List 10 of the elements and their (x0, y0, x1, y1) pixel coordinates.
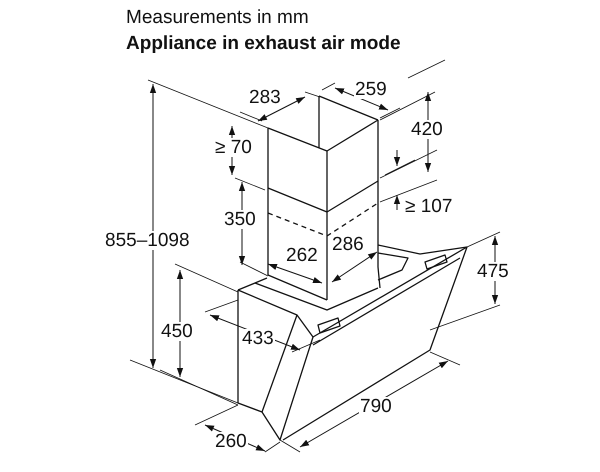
subheading: Appliance in exhaust air mode (126, 34, 401, 53)
dimension-label: ≥ 70 (214, 138, 253, 157)
dimension-label: 790 (359, 397, 393, 416)
dimension-label: 420 (410, 120, 444, 139)
dimension-label: 855–1098 (104, 231, 191, 250)
dimension-label: 475 (476, 262, 510, 281)
heading: Measurements in mm (126, 8, 309, 27)
dimension-label: 450 (160, 322, 194, 341)
dimension-label: 350 (223, 210, 257, 229)
dimension-label: 259 (354, 80, 388, 99)
